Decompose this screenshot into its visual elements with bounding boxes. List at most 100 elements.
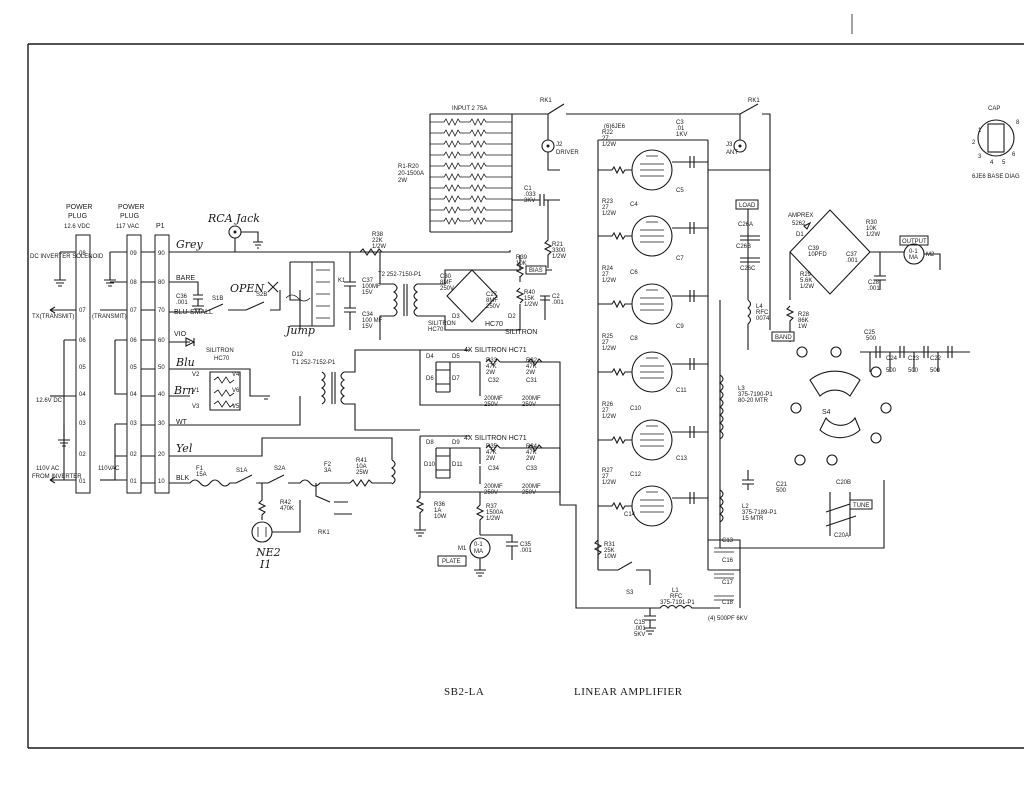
svg-text:0-1: 0-1 [474, 542, 483, 548]
svg-text:47K: 47K [486, 364, 497, 370]
bank-resistor-pair [430, 173, 512, 181]
svg-text:15V: 15V [362, 290, 373, 296]
svg-text:C16: C16 [722, 558, 734, 564]
svg-text:C17: C17 [722, 580, 734, 586]
svg-text:15K: 15K [524, 296, 535, 302]
svg-text:C25: C25 [864, 330, 876, 336]
svg-text:500: 500 [930, 368, 941, 374]
svg-text:2: 2 [972, 140, 976, 146]
output-tank: LOAD C26A C26B C26C L4 RFC 0074 L3 375-7… [708, 169, 885, 549]
svg-text:R42: R42 [280, 500, 292, 506]
svg-text:470K: 470K [280, 506, 294, 512]
svg-text:1500A: 1500A [486, 510, 503, 516]
svg-text:V6: V6 [232, 388, 240, 394]
svg-text:12.6 VDC: 12.6 VDC [64, 224, 91, 230]
power-plug-117v: POWER PLUG 117 VAC [116, 204, 144, 494]
svg-text:10: 10 [158, 479, 165, 485]
svg-text:1/2W: 1/2W [602, 211, 616, 217]
svg-text:110VAC: 110VAC [98, 466, 120, 472]
svg-text:375-7190-P1: 375-7190-P1 [738, 392, 773, 398]
svg-text:BIAS: BIAS [529, 268, 543, 274]
svg-text:R36: R36 [434, 502, 446, 508]
svg-text:D3: D3 [452, 314, 460, 320]
svg-text:C14: C14 [624, 512, 636, 518]
svg-text:50: 50 [158, 365, 165, 371]
svg-text:D1: D1 [796, 232, 804, 238]
svg-text:1/2W: 1/2W [800, 284, 814, 290]
band-switch-s4: S4 [790, 346, 892, 466]
svg-text:MA: MA [909, 255, 918, 261]
svg-text:MA: MA [474, 549, 483, 555]
svg-text:5KV: 5KV [634, 632, 645, 638]
svg-text:20: 20 [158, 452, 165, 458]
svg-text:05: 05 [130, 365, 137, 371]
drawing-title: LINEAR AMPLIFIER [574, 686, 683, 698]
svg-text:BAND: BAND [775, 335, 792, 341]
svg-text:HC70: HC70 [485, 321, 503, 328]
svg-text:R39: R39 [516, 255, 528, 261]
svg-text:R30: R30 [866, 220, 878, 226]
svg-text:T1 252-7152-P1: T1 252-7152-P1 [292, 360, 336, 366]
svg-text:01: 01 [79, 479, 86, 485]
svg-text:RCA Jack: RCA Jack [207, 212, 260, 225]
svg-text:SILITRON: SILITRON [206, 348, 234, 354]
svg-text:C37: C37 [362, 278, 374, 284]
tube-capacitor-labels: C3 C5 C4 C7 C6 C9 C8 C11 C10 C13 C12 C14… [624, 120, 688, 518]
svg-text:RK1: RK1 [748, 98, 760, 104]
svg-text:12.6V DC: 12.6V DC [36, 398, 63, 404]
svg-text:3KV: 3KV [524, 198, 535, 204]
svg-text:C15: C15 [634, 620, 646, 626]
svg-text:WT: WT [176, 419, 188, 426]
svg-text:1/2W: 1/2W [602, 480, 616, 486]
svg-text:04: 04 [130, 392, 137, 398]
svg-text:C36: C36 [176, 294, 188, 300]
svg-text:D8: D8 [426, 440, 434, 446]
svg-text:47K: 47K [486, 450, 497, 456]
svg-text:25K: 25K [604, 548, 615, 554]
svg-text:D7: D7 [452, 376, 460, 382]
svg-text:R22: R22 [602, 130, 614, 136]
svg-text:.001: .001 [868, 286, 880, 292]
svg-text:R21: R21 [552, 242, 564, 248]
svg-text:C23: C23 [908, 356, 920, 362]
svg-text:3300: 3300 [552, 248, 566, 254]
svg-text:K1: K1 [338, 278, 346, 284]
svg-text:5262: 5262 [792, 221, 806, 227]
tube-stack: (6)6JE6 [597, 124, 709, 570]
svg-text:HC70: HC70 [214, 356, 230, 362]
svg-text:C27: C27 [486, 292, 498, 298]
svg-text:C34: C34 [488, 466, 500, 472]
svg-text:HC70: HC70 [428, 327, 444, 333]
svg-text:R28: R28 [798, 312, 810, 318]
svg-text:R32: R32 [526, 358, 538, 364]
bare-c36-circuit: C36 .001 S1B S2B OPEN [169, 281, 281, 313]
tube-resistor-labels: R22 27 1/2W R23 27 1/2W R24 27 1/2W R25 … [602, 130, 616, 486]
svg-text:15V: 15V [362, 324, 373, 330]
svg-text:RK1: RK1 [540, 98, 552, 104]
svg-text:C34: C34 [362, 312, 374, 318]
svg-text:1/2W: 1/2W [602, 278, 616, 284]
svg-text:C4: C4 [630, 202, 638, 208]
svg-text:P1: P1 [156, 223, 165, 230]
svg-text:80-20 MTR: 80-20 MTR [738, 398, 769, 404]
svg-text:R37: R37 [486, 504, 498, 510]
svg-text:V3: V3 [192, 404, 200, 410]
svg-text:V4: V4 [232, 372, 240, 378]
bank-resistor-pair [430, 140, 512, 148]
c37-c34: C37 100MF 15V C34 100 MF 15V [344, 252, 383, 330]
svg-text:.001: .001 [552, 300, 564, 306]
svg-text:250V: 250V [522, 402, 536, 408]
svg-text:250V: 250V [486, 304, 500, 310]
svg-text:10K: 10K [866, 226, 877, 232]
svg-text:PLUG: PLUG [120, 213, 139, 220]
svg-text:D4: D4 [426, 354, 434, 360]
input-resistor-bank: INPUT 2 75A R1-R20 20-1500A 2W [398, 106, 548, 233]
svg-text:PLATE: PLATE [442, 559, 461, 565]
svg-text:47K: 47K [526, 364, 537, 370]
svg-text:CAP: CAP [988, 106, 1000, 112]
svg-text:S1A: S1A [236, 468, 247, 474]
svg-text:40: 40 [158, 392, 165, 398]
plate-meter-circuit: R36 1A 10W R37 1500A 1/2W 0-1 MA M1 C35 … [414, 492, 532, 577]
svg-text:F1: F1 [196, 466, 204, 472]
